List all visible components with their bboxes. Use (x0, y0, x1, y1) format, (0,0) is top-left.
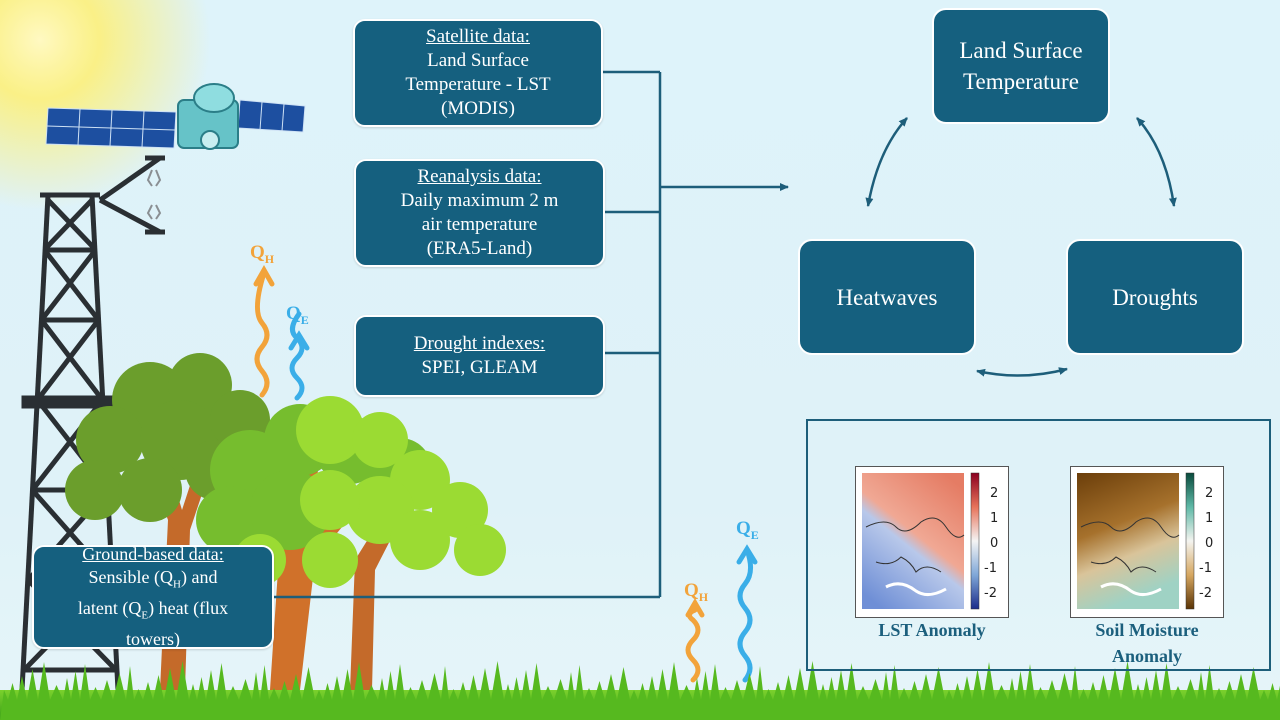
caption-line: Soil Moisture (1095, 620, 1199, 640)
box-header: Drought indexes: (413, 333, 546, 354)
box-line: SPEI, GLEAM (421, 357, 538, 378)
qe-label: QE (286, 303, 309, 328)
qh-label: QH (250, 242, 274, 267)
soil-moisture-anomaly-caption: Soil Moisture Anomaly (1063, 617, 1231, 669)
reanalysis-data-box: Reanalysis data: Daily maximum 2 m air t… (354, 159, 605, 267)
tick-label: -1 (984, 561, 997, 576)
drought-indexes-box: Drought indexes: SPEI, GLEAM (354, 315, 605, 397)
node-line: Temperature (963, 69, 1079, 94)
box-header: Reanalysis data: (417, 166, 542, 187)
ground-based-data-box: Ground-based data: Sensible (QH) and lat… (32, 544, 274, 649)
q-letter: Q (736, 518, 751, 539)
trees (65, 353, 506, 690)
lst-anomaly-caption: LST Anomaly (848, 617, 1016, 643)
sensor-icon (146, 169, 162, 220)
soil-moisture-anomaly-map: 2 1 0 -1 -2 (1070, 466, 1224, 618)
caption-line: LST Anomaly (878, 620, 986, 640)
sensible-heat-arrow (254, 270, 270, 398)
lst-node: Land Surface Temperature (932, 8, 1110, 124)
box-line: air temperature (421, 214, 538, 235)
box-line: Temperature - LST (405, 74, 551, 95)
node-line: Land Surface (959, 38, 1083, 63)
box-line: latent (QE) heat (flux (77, 598, 229, 622)
box-line: (ERA5-Land) (426, 238, 533, 259)
tick-label: 0 (1205, 536, 1213, 551)
tick-label: 1 (990, 511, 998, 526)
tick-label: -2 (1199, 586, 1212, 601)
box-line: towers) (126, 628, 180, 649)
h-subscript: H (264, 251, 275, 266)
box-line: Sensible (QH) and (88, 567, 218, 591)
e-subscript: E (300, 312, 309, 327)
connector-lines (272, 70, 789, 599)
box-line: (MODIS) (441, 98, 515, 119)
h-subscript: H (698, 589, 709, 604)
satellite-icon (45, 83, 306, 150)
box-line: Land Surface (427, 50, 529, 71)
anomaly-maps-panel: 2 1 0 -1 -2 LST Anomaly (806, 419, 1271, 671)
qh-label-2: QH (684, 580, 708, 605)
cycle-arrows (865, 117, 1177, 377)
lst-anomaly-map: 2 1 0 -1 -2 (855, 466, 1009, 618)
tick-label: -2 (984, 586, 997, 601)
satellite-data-box: Satellite data: Land Surface Temperature… (353, 19, 603, 127)
tick-label: -1 (1199, 561, 1212, 576)
q-letter: Q (286, 303, 301, 324)
sensible-heat-arrow-2 (685, 607, 701, 683)
box-line: Daily maximum 2 m (400, 190, 559, 211)
droughts-node: Droughts (1066, 239, 1244, 355)
tick-label: 1 (1205, 511, 1213, 526)
grass (0, 661, 1280, 720)
caption-line: Anomaly (1111, 646, 1182, 666)
qe-label-2: QE (736, 518, 759, 543)
heatwaves-node: Heatwaves (798, 239, 976, 355)
tick-label: 0 (990, 536, 998, 551)
node-line: Droughts (1112, 284, 1198, 310)
e-subscript: E (750, 527, 759, 542)
tick-label: 2 (1205, 486, 1213, 501)
latent-heat-arrow-2 (737, 547, 753, 683)
q-letter: Q (684, 580, 699, 601)
node-line: Heatwaves (836, 284, 938, 310)
box-header: Ground-based data: (82, 544, 224, 565)
tick-label: 2 (990, 486, 998, 501)
box-header: Satellite data: (426, 26, 530, 47)
q-letter: Q (250, 242, 265, 263)
latent-heat-arrow (289, 311, 305, 401)
